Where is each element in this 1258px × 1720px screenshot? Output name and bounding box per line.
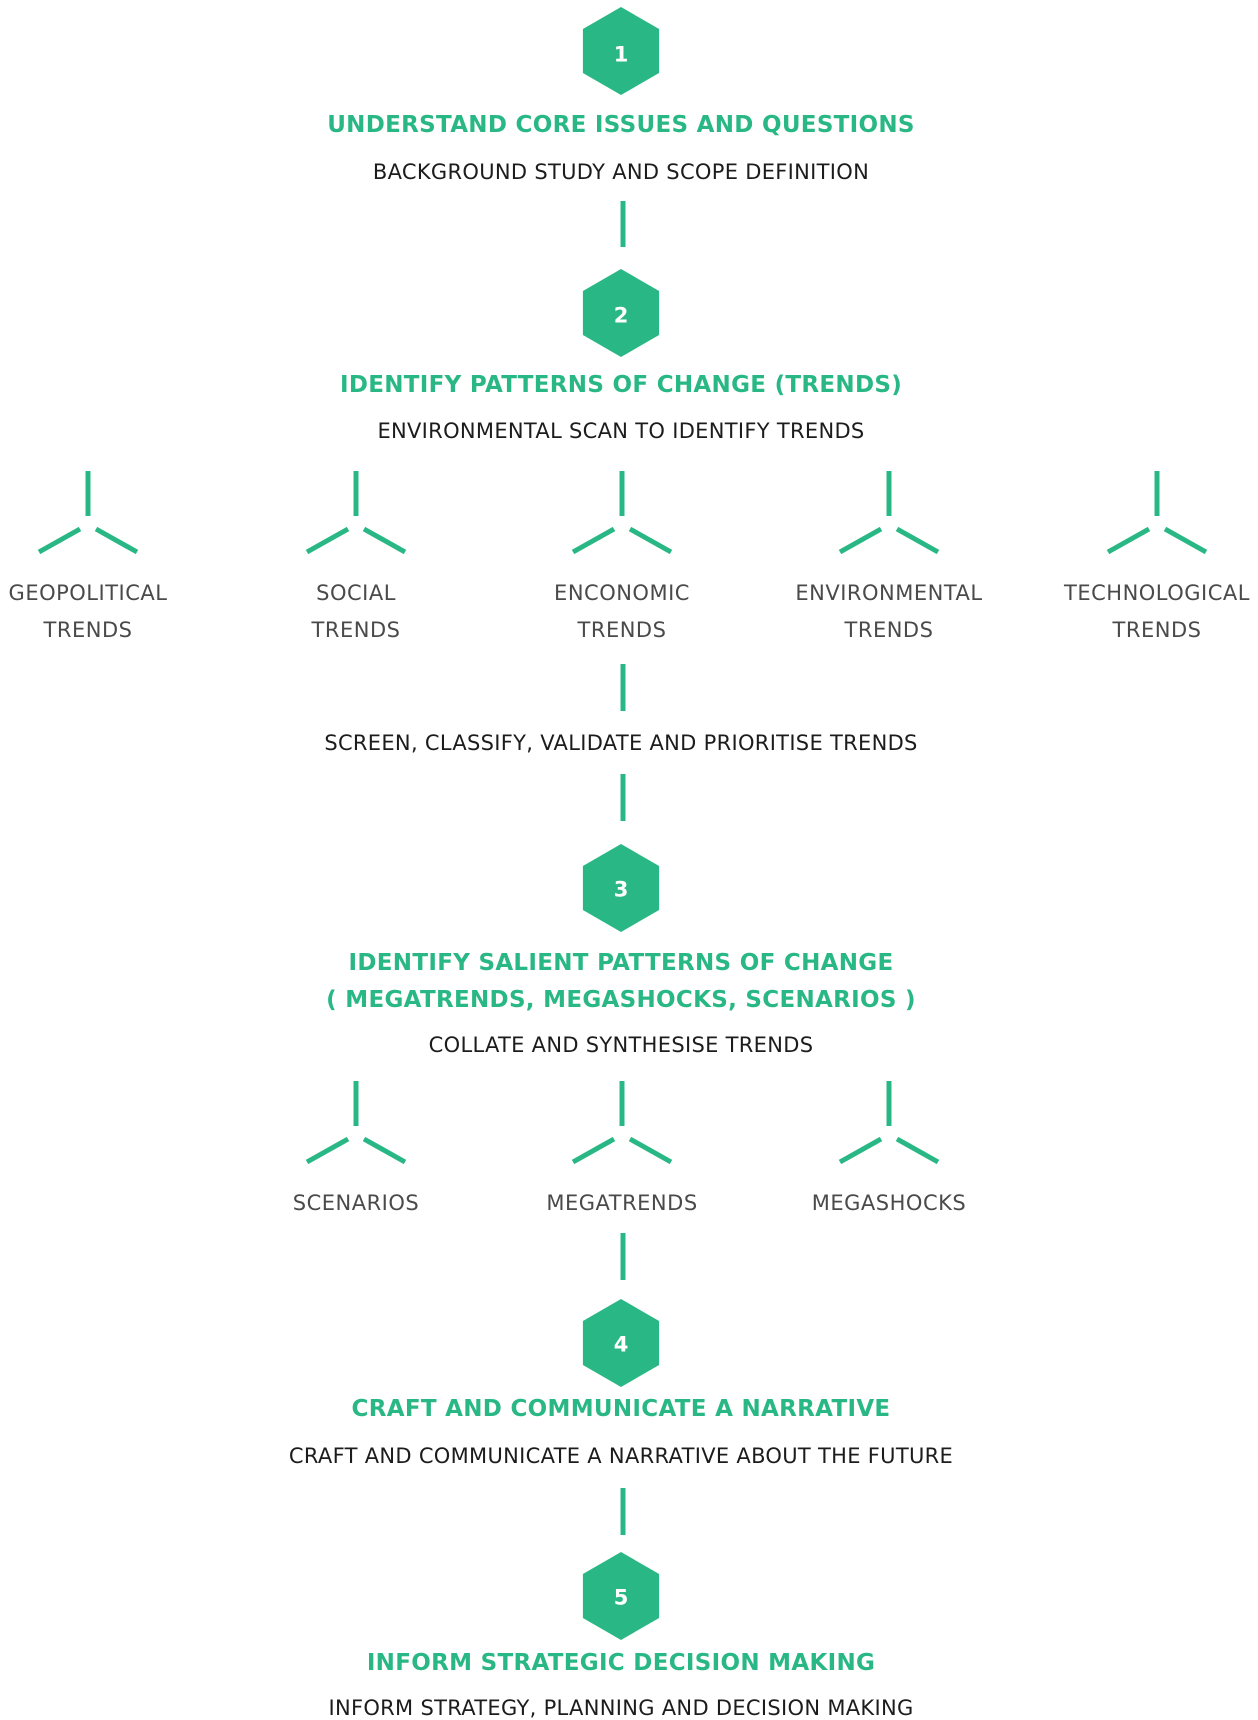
step-5-number: 5 — [613, 1585, 629, 1610]
trend-category-label: SOCIAL — [316, 581, 396, 605]
tripod-branch-icon — [305, 1081, 407, 1165]
tripod-branch-icon — [838, 471, 940, 555]
trend-category-environmental: ENVIRONMENTAL TRENDS — [795, 575, 982, 649]
trend-category-label: TRENDS — [844, 618, 934, 642]
trend-category-social: SOCIAL TRENDS — [312, 575, 401, 649]
trend-category-label: TECHNOLOGICAL — [1064, 581, 1250, 605]
step-2-title: IDENTIFY PATTERNS OF CHANGE (TRENDS) — [339, 372, 903, 398]
salient-category-scenarios: SCENARIOS — [292, 1191, 420, 1215]
trend-category-geopolitical: GEOPOLITICAL TRENDS — [9, 575, 168, 649]
salient-category-megatrends: MEGATRENDS — [546, 1191, 698, 1215]
trend-category-economic: ENCONOMIC TRENDS — [554, 575, 690, 649]
step-4-subtitle: CRAFT AND COMMUNICATE A NARRATIVE ABOUT … — [288, 1444, 954, 1468]
salient-category-megashocks: MEGASHOCKS — [811, 1191, 967, 1215]
tripod-branch-icon — [37, 471, 139, 555]
trend-category-label: ENCONOMIC — [554, 581, 690, 605]
step-5-subtitle: INFORM STRATEGY, PLANNING AND DECISION M… — [328, 1696, 914, 1720]
step-2-hexagon-icon — [582, 269, 660, 357]
trend-category-label: TRENDS — [311, 618, 401, 642]
step-2-number: 2 — [613, 303, 629, 328]
step-4-number: 4 — [613, 1332, 629, 1357]
step-4-title: CRAFT AND COMMUNICATE A NARRATIVE — [351, 1396, 891, 1422]
step-3-number: 3 — [613, 877, 629, 902]
step-3-title-line2: ( MEGATRENDS, MEGASHOCKS, SCENARIOS ) — [326, 987, 916, 1013]
step-3-title-line1: IDENTIFY SALIENT PATTERNS OF CHANGE — [348, 950, 894, 976]
trend-category-label: TRENDS — [1112, 618, 1202, 642]
tripod-branch-icon — [571, 471, 673, 555]
trend-category-label: TRENDS — [43, 618, 133, 642]
trend-category-technological: TECHNOLOGICAL TRENDS — [1064, 575, 1250, 649]
step-5-hexagon-icon — [582, 1552, 660, 1640]
tripod-branch-icon — [305, 471, 407, 555]
tripod-branch-icon — [571, 1081, 673, 1165]
tripod-branch-icon — [1106, 471, 1208, 555]
tripod-branch-icon — [838, 1081, 940, 1165]
screen-step-text: SCREEN, CLASSIFY, VALIDATE AND PRIORITIS… — [324, 731, 918, 755]
trend-category-label: ENVIRONMENTAL — [795, 581, 983, 605]
step-4-hexagon-icon — [582, 1299, 660, 1387]
trend-category-label: GEOPOLITICAL — [8, 581, 168, 605]
step-2-subtitle: ENVIRONMENTAL SCAN TO IDENTIFY TRENDS — [377, 419, 865, 443]
step-5-title: INFORM STRATEGIC DECISION MAKING — [366, 1650, 876, 1676]
step-1-hexagon-icon — [582, 7, 660, 95]
step-1-subtitle: BACKGROUND STUDY AND SCOPE DEFINITION — [372, 160, 870, 184]
step-1-title: UNDERSTAND CORE ISSUES AND QUESTIONS — [327, 112, 915, 138]
trend-category-label: TRENDS — [577, 618, 667, 642]
step-3-hexagon-icon — [582, 844, 660, 932]
step-1-number: 1 — [613, 42, 629, 67]
step-3-subtitle: COLLATE AND SYNTHESISE TRENDS — [428, 1033, 814, 1057]
